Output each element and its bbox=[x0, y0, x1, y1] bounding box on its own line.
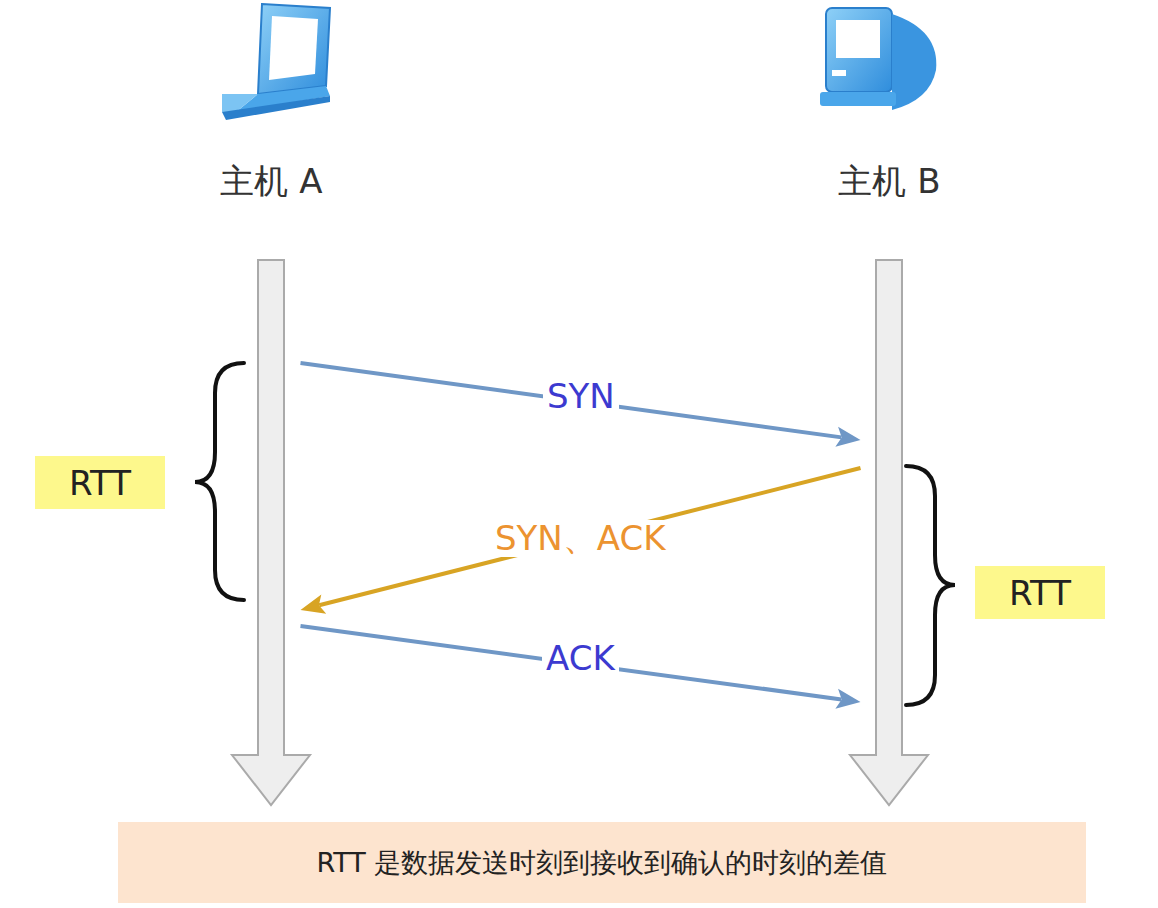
arrow-head bbox=[301, 594, 327, 613]
rtt-box: RTT bbox=[35, 456, 165, 509]
timeline-arrow bbox=[232, 260, 928, 805]
laptop-icon bbox=[222, 4, 330, 120]
caption-text: RTT 是数据发送时刻到接收到确认的时刻的差值 bbox=[317, 845, 888, 881]
rtt-text: RTT bbox=[1009, 573, 1071, 613]
message-label: SYN、ACK bbox=[491, 520, 669, 557]
host-name: 主机 B bbox=[838, 159, 941, 205]
arrow-line bbox=[319, 468, 860, 605]
brace bbox=[195, 363, 955, 705]
message-label: SYN bbox=[543, 378, 619, 415]
arrow-head bbox=[835, 689, 860, 709]
message-arrow bbox=[301, 626, 861, 709]
host-label: 主机 B bbox=[838, 159, 941, 205]
computer-icon bbox=[820, 8, 936, 110]
rtt-text: RTT bbox=[69, 463, 131, 503]
arrow-line bbox=[301, 363, 842, 437]
host-label: 主机 A bbox=[220, 159, 323, 205]
message-label: ACK bbox=[542, 640, 619, 677]
host-name: 主机 A bbox=[220, 159, 323, 205]
message-arrow bbox=[301, 468, 861, 614]
arrow-head bbox=[835, 427, 860, 447]
caption-band: RTT 是数据发送时刻到接收到确认的时刻的差值 bbox=[118, 822, 1086, 903]
rtt-box: RTT bbox=[975, 566, 1105, 619]
message-arrow bbox=[301, 363, 861, 447]
arrow-line bbox=[301, 626, 842, 699]
